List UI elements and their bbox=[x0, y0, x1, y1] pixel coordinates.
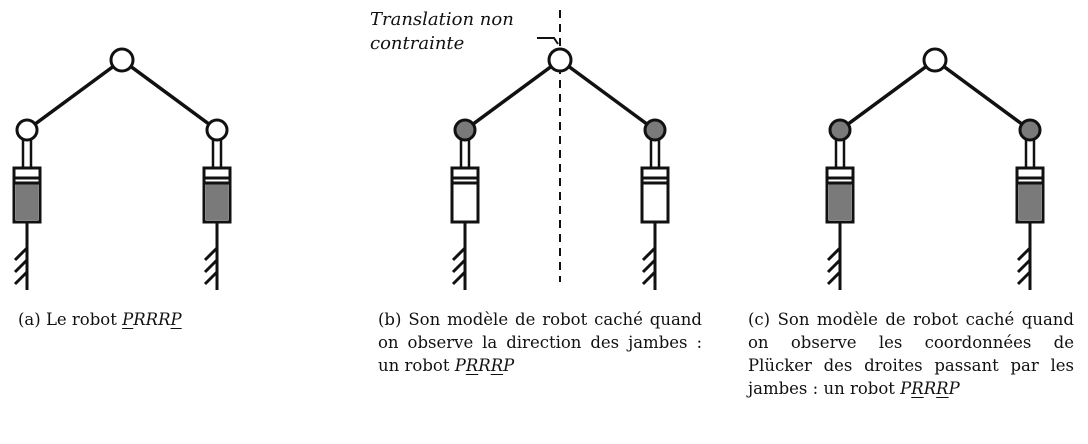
prismatic-cap-left bbox=[450, 166, 480, 180]
prismatic-cap-left bbox=[825, 166, 855, 180]
revolute-joint-left bbox=[828, 118, 852, 142]
ground-hatch-right bbox=[1016, 258, 1032, 274]
caption-c-text: (c) Son modèle de robot caché quand on o… bbox=[748, 310, 1074, 398]
prismatic-cap-right bbox=[640, 166, 670, 180]
caption-b: (b) Son modèle de robot caché quand on o… bbox=[378, 308, 702, 377]
revolute-joint-top bbox=[109, 47, 135, 73]
robot-letter: R bbox=[133, 310, 146, 329]
ground-hatch-left bbox=[826, 270, 842, 286]
translation-annotation: Translation non contrainte bbox=[370, 8, 570, 56]
caption-b-robot: PRRRP bbox=[455, 356, 515, 375]
robot-letter: R bbox=[936, 379, 949, 398]
robot-letter: R bbox=[911, 379, 924, 398]
ground-hatch-left bbox=[451, 246, 467, 262]
prismatic-body-right bbox=[644, 184, 666, 220]
ground-hatch-right bbox=[203, 258, 219, 274]
caption-b-text: (b) Son modèle de robot caché quand on o… bbox=[378, 310, 702, 375]
prismatic-cap-right bbox=[202, 166, 232, 180]
prismatic-body-left bbox=[829, 184, 851, 220]
ground-hatch-right bbox=[641, 246, 657, 262]
robot-letter: P bbox=[948, 379, 960, 398]
caption-c-robot: PRRRP bbox=[900, 379, 960, 398]
prismatic-body-left bbox=[16, 184, 38, 220]
ground-hatch-left bbox=[13, 246, 29, 262]
ground-hatch-left bbox=[826, 246, 842, 262]
link-right bbox=[120, 58, 219, 132]
revolute-joint-right bbox=[1018, 118, 1042, 142]
ground-hatch-left bbox=[13, 270, 29, 286]
link-left bbox=[463, 58, 562, 132]
robot-letter: R bbox=[490, 356, 504, 375]
robot-letter: R bbox=[145, 310, 159, 329]
ground-hatch-right bbox=[1016, 246, 1032, 262]
robot-letter: P bbox=[900, 379, 912, 398]
caption-c: (c) Son modèle de robot caché quand on o… bbox=[748, 308, 1074, 400]
robot-letter: R bbox=[158, 310, 171, 329]
robot-letter: P bbox=[170, 310, 182, 329]
link-right bbox=[558, 58, 657, 132]
prismatic-cap-right bbox=[1015, 166, 1045, 180]
revolute-joint-left bbox=[453, 118, 477, 142]
caption-a: (a) Le robot PRRRP bbox=[18, 308, 278, 331]
prismatic-body-right bbox=[1019, 184, 1041, 220]
ground-hatch-left bbox=[451, 270, 467, 286]
annotation-line-1: Translation non bbox=[370, 9, 514, 30]
revolute-joint-left bbox=[15, 118, 39, 142]
robot-letter: R bbox=[923, 379, 937, 398]
ground-hatch-left bbox=[13, 258, 29, 274]
revolute-joint-right bbox=[205, 118, 229, 142]
annotation-line-2: contrainte bbox=[370, 33, 465, 54]
robot-letter: R bbox=[465, 356, 479, 375]
ground-hatch-right bbox=[203, 270, 219, 286]
robot-letter: P bbox=[503, 356, 515, 375]
revolute-joint-right bbox=[643, 118, 667, 142]
ground-hatch-right bbox=[1016, 270, 1032, 286]
ground-hatch-left bbox=[826, 258, 842, 274]
prismatic-body-right bbox=[206, 184, 228, 220]
robot-letter: R bbox=[478, 356, 491, 375]
ground-hatch-right bbox=[203, 246, 219, 262]
prismatic-body-left bbox=[454, 184, 476, 220]
caption-a-robot: PRRRP bbox=[122, 310, 182, 329]
revolute-joint-top bbox=[547, 47, 573, 73]
ground-hatch-right bbox=[641, 258, 657, 274]
link-left bbox=[838, 58, 937, 132]
link-left bbox=[25, 58, 124, 132]
caption-a-prefix: (a) Le robot bbox=[18, 310, 123, 329]
robot-letter: P bbox=[122, 310, 134, 329]
ground-hatch-right bbox=[641, 270, 657, 286]
ground-hatch-left bbox=[451, 258, 467, 274]
annotation-leader bbox=[537, 37, 559, 45]
prismatic-cap-left bbox=[12, 166, 42, 180]
link-right bbox=[933, 58, 1032, 132]
revolute-joint-top bbox=[922, 47, 948, 73]
robot-letter: P bbox=[454, 356, 466, 375]
